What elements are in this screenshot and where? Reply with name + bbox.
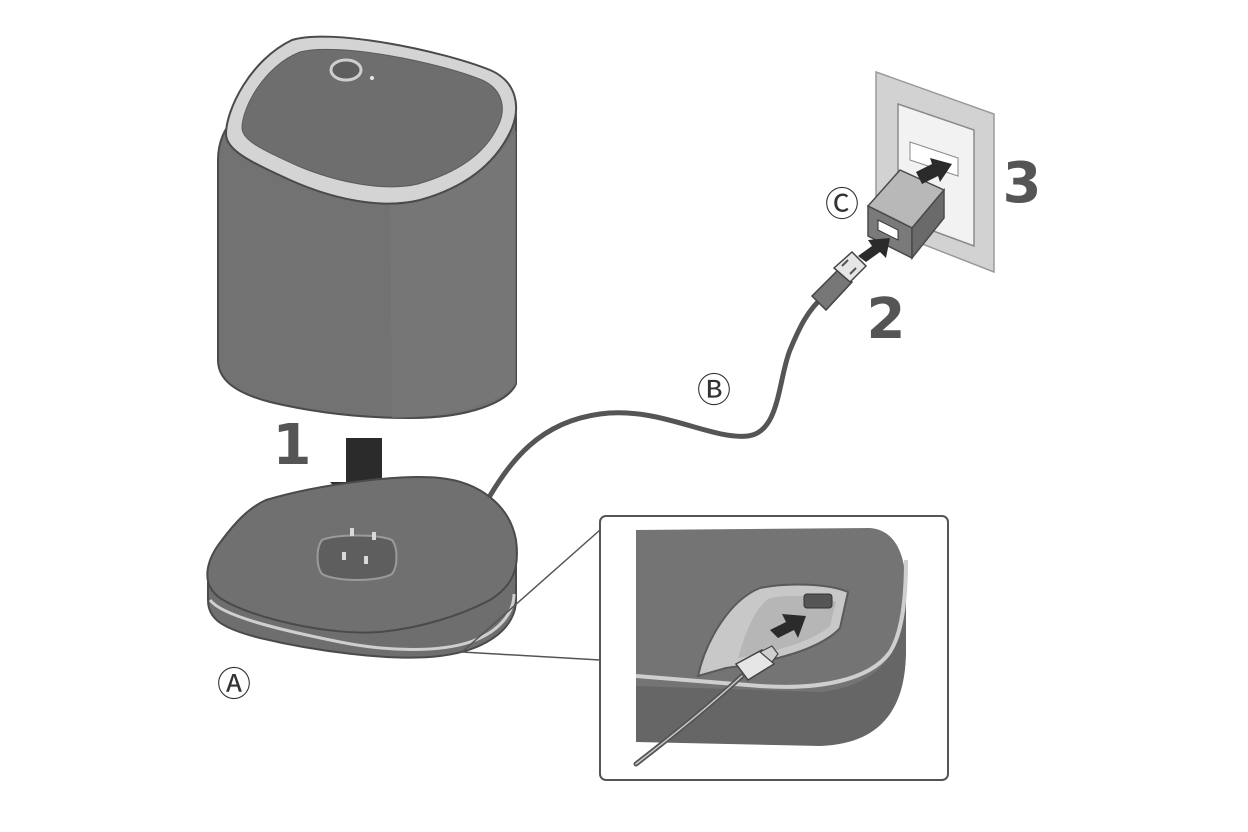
step-2-label: 2 [867, 287, 906, 352]
callout-c: Ⓒ [825, 185, 859, 225]
step-3-label: 3 [1003, 151, 1042, 216]
connector-pad [316, 528, 398, 581]
adaptor-insert-arrow-icon [916, 158, 952, 184]
zoom-inset [461, 515, 949, 781]
callout-b: Ⓑ [697, 371, 731, 411]
callout-a: Ⓐ [217, 665, 251, 705]
speaker [217, 35, 518, 420]
step-1-label: 1 [273, 413, 312, 478]
insert-arrow-icon [770, 614, 806, 638]
top-button-icon [329, 58, 374, 82]
plug-insert-arrow-icon [858, 238, 890, 262]
usb-a-plug [810, 250, 868, 312]
charging-stand [206, 476, 518, 659]
usb-cable [481, 293, 827, 509]
usb-ac-adaptor [866, 169, 946, 261]
